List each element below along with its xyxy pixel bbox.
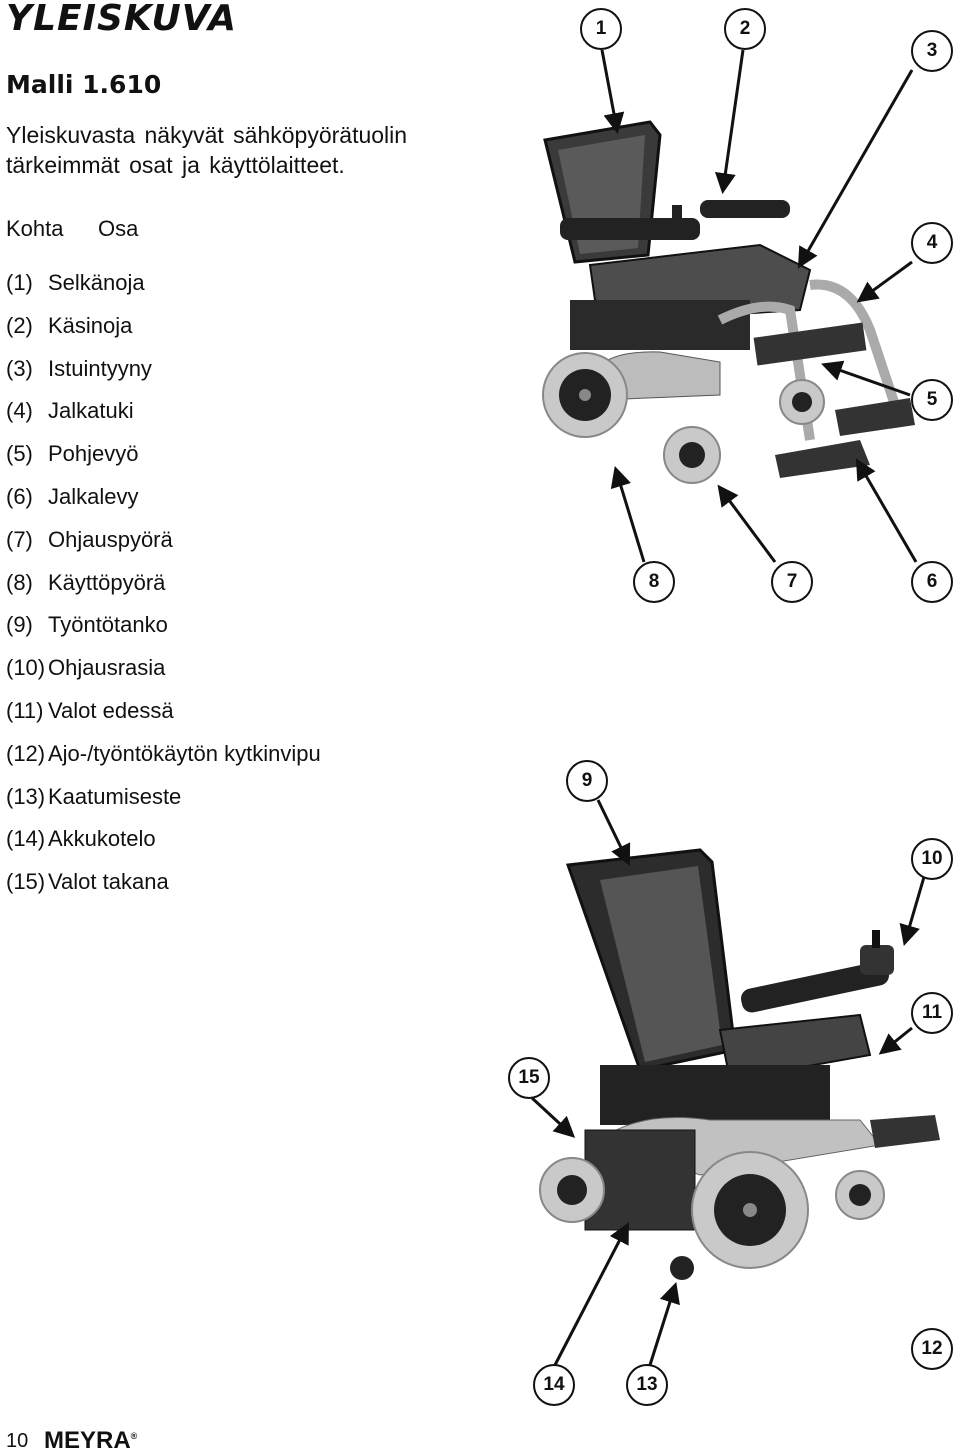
- item-part: Selkänoja: [48, 270, 145, 295]
- item-part: Työntötanko: [48, 612, 168, 638]
- callout-arrows: [530, 49, 926, 1366]
- page-title: YLEISKUVA: [6, 0, 238, 39]
- list-item: (15)Valot takana: [6, 861, 321, 904]
- item-number: (2): [6, 312, 33, 338]
- item-number: (7): [6, 526, 33, 552]
- item-number: (3): [6, 355, 33, 381]
- item-part: Ohjausrasia: [48, 655, 166, 681]
- item-number: (13): [6, 783, 46, 809]
- column-header-part: Osa: [98, 216, 139, 241]
- item-number: (4): [6, 398, 33, 424]
- callout-2: 2: [724, 8, 766, 50]
- list-item: (7) Ohjauspyörä: [6, 519, 321, 562]
- column-header-item: Kohta: [6, 216, 64, 241]
- item-number: (6): [6, 483, 33, 509]
- item-number: (14): [6, 826, 46, 852]
- list-item: (8) Käyttöpyörä: [6, 562, 321, 605]
- list-item: (11)Valot edessä: [6, 690, 321, 733]
- callout-15: 15: [508, 1057, 550, 1099]
- callout-11: 11: [911, 992, 953, 1034]
- list-item: (5) Pohjevyö: [6, 433, 321, 476]
- callout-10: 10: [911, 838, 953, 880]
- item-part: Käsinoja: [48, 312, 133, 338]
- item-part: Kaatumiseste: [48, 783, 182, 809]
- item-part: Jalkalevy: [48, 483, 139, 509]
- item-number: (1): [6, 270, 33, 295]
- page-number: 10: [6, 1430, 29, 1452]
- parts-list: (1)Selkänoja (2)Käsinoja (3)Istuintyyny …: [6, 262, 321, 904]
- item-part: Akkukotelo: [48, 826, 156, 852]
- callout-6: 6: [911, 561, 953, 603]
- list-item: (3) Istuintyyny: [6, 348, 321, 391]
- wheelchair-rear-view: [539, 848, 940, 1280]
- callout-1: 1: [580, 8, 622, 50]
- brand-name: MEYRA: [44, 1427, 131, 1454]
- item-part: Ajo-/työntökäytön kytkinvipu: [48, 740, 321, 766]
- item-number: (9): [6, 612, 33, 638]
- item-part: Ohjauspyörä: [48, 526, 173, 552]
- list-item: (4) Jalkatuki: [6, 390, 321, 433]
- item-part: Istuintyyny: [48, 355, 152, 381]
- callout-5: 5: [911, 379, 953, 421]
- item-part: Valot edessä: [48, 697, 174, 723]
- callout-14: 14: [533, 1364, 575, 1406]
- callout-4: 4: [911, 222, 953, 264]
- list-item: (14)Akkukotelo: [6, 818, 321, 861]
- model-subtitle: Malli 1.610: [6, 70, 162, 99]
- list-item: (9) Työntötanko: [6, 604, 321, 647]
- list-item: (10)Ohjausrasia: [6, 647, 321, 690]
- intro-text: Yleiskuvasta näkyvät sähköpyörätuolin tä…: [6, 122, 408, 178]
- list-item: (1) Selkänoja: [6, 262, 321, 305]
- item-part: Valot takana: [48, 869, 169, 895]
- callout-13: 13: [626, 1364, 668, 1406]
- callout-7: 7: [771, 561, 813, 603]
- callout-9: 9: [566, 760, 608, 802]
- item-part: Pohjevyö: [48, 441, 139, 467]
- item-number: (15): [6, 869, 46, 895]
- item-number: (11): [6, 697, 44, 723]
- item-number: (8): [6, 569, 33, 595]
- list-item: (13)Kaatumiseste: [6, 776, 321, 819]
- callout-8: 8: [633, 561, 675, 603]
- brand-logo: MEYRA®: [44, 1427, 137, 1455]
- callout-3: 3: [911, 30, 953, 72]
- list-item: (12)Ajo-/työntökäytön kytkinvipu: [6, 733, 321, 776]
- item-number: (10): [6, 655, 46, 681]
- item-number: (5): [6, 441, 33, 467]
- list-item: (6) Jalkalevy: [6, 476, 321, 519]
- callout-12: 12: [911, 1328, 953, 1370]
- item-part: Jalkatuki: [48, 398, 134, 424]
- wheelchair-front-view: [542, 120, 915, 484]
- brand-trademark: ®: [130, 1431, 138, 1441]
- item-part: Käyttöpyörä: [48, 569, 166, 595]
- list-item: (2) Käsinoja: [6, 305, 321, 348]
- item-number: (12): [6, 740, 46, 766]
